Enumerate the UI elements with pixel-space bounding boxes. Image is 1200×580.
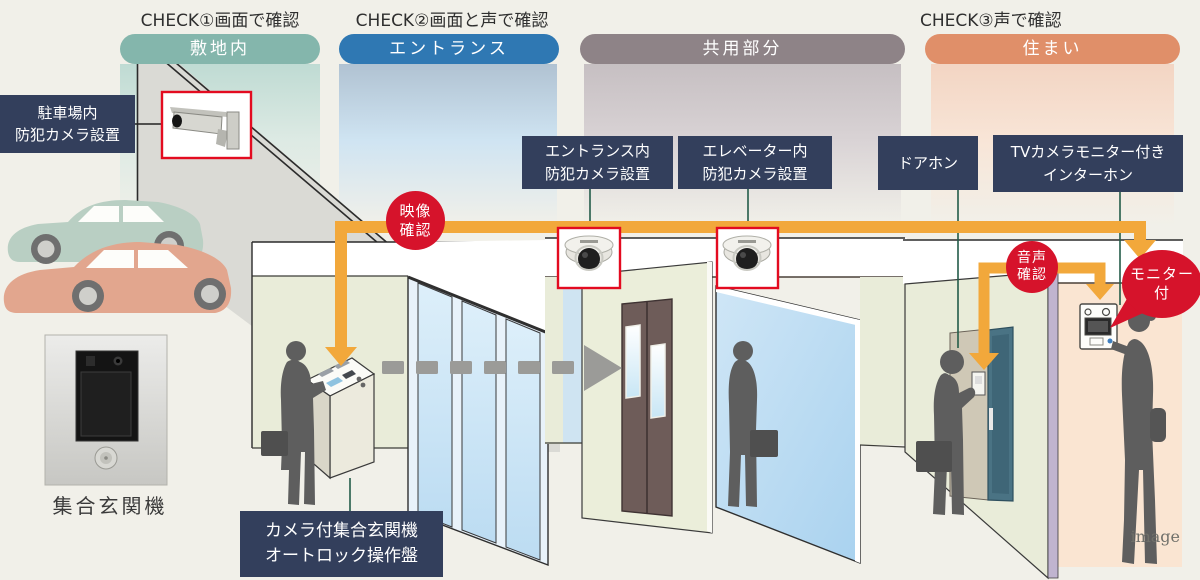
bullet-camera-icon [160,90,253,160]
connector-lines [135,123,1121,511]
dome-camera-entrance-icon [556,226,622,290]
label-elevator-camera: エレベーター内 防犯カメラ設置 [678,136,832,189]
label-parking-camera: 駐車場内 防犯カメラ設置 [0,95,135,153]
dome-camera-elevator-icon [715,226,780,290]
person-at-kiosk [261,341,326,505]
label-doorphone: ドアホン [878,136,978,190]
badge-video-check: 映像 確認 [386,191,445,250]
check1-caption: CHECK①画面で確認 [140,11,300,31]
badge-monitor-equipped: モニター 付 [1122,250,1200,318]
doorphone-device [971,371,986,396]
interphone-device [1079,303,1118,350]
zone-header-entrance: エントランス [339,34,559,64]
badge-audio-check: 音声 確認 [1006,241,1058,293]
zone-header-common: 共用部分 [580,34,905,64]
check2-caption: CHECK②画面と声で確認 [355,11,549,31]
zone-band-entrance [339,64,557,234]
car-salmon [3,242,232,313]
person-in-corridor [728,341,778,507]
elevator-double-door [621,298,673,517]
zone-header-site: 敷地内 [120,34,320,64]
entrance-station-device [44,334,168,486]
label-autolock-panel: カメラ付集合玄関機 オートロック操作盤 [240,511,443,577]
entrance-station-caption: 集合玄関機 [52,494,168,518]
image-watermark: image [1130,527,1180,546]
label-tv-interphone: TVカメラモニター付き インターホン [993,135,1183,192]
autolock-kiosk [305,357,376,480]
check3-caption: CHECK③声で確認 [920,11,1062,31]
flow-arrow [382,345,622,391]
resident-pointing [1111,310,1166,564]
person-at-door [916,350,976,515]
label-entrance-camera: エントランス内 防犯カメラ設置 [522,136,673,189]
zone-header-residence: 住まい [925,34,1180,64]
